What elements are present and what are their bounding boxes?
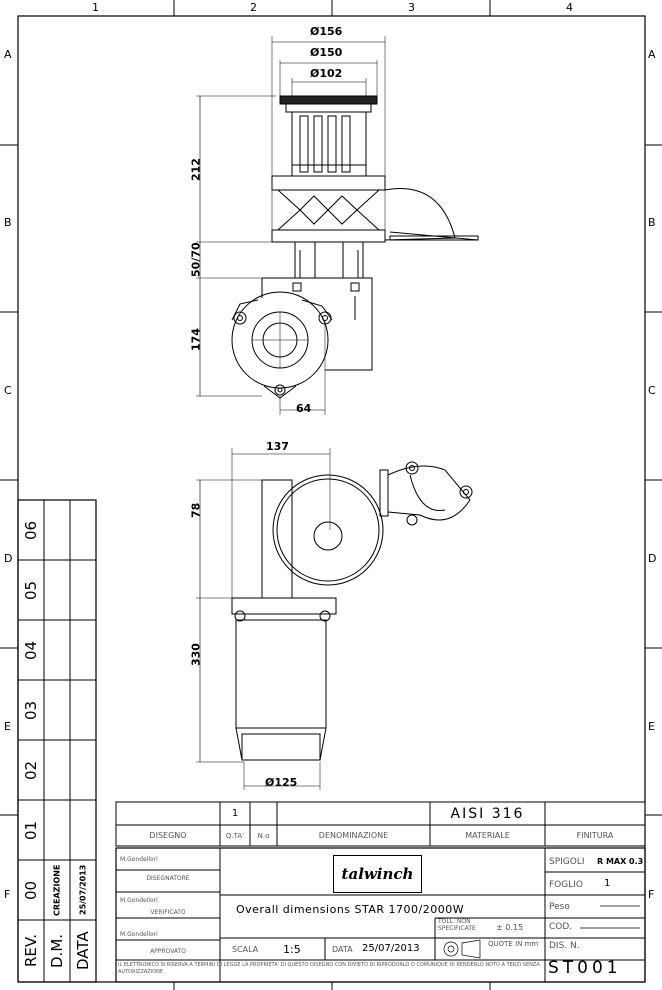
- rev-00: 00: [22, 880, 40, 900]
- winch-side-view: [196, 36, 479, 415]
- rev-header-dm: D.M.: [48, 933, 66, 969]
- rev-03: 03: [22, 700, 40, 720]
- date-value: 25/07/2013: [362, 943, 420, 954]
- drafter-role: DISEGNATORE: [146, 874, 190, 882]
- dim-d102: Ø102: [310, 67, 343, 80]
- rev-01: 01: [22, 820, 40, 840]
- rev-02: 02: [22, 760, 40, 780]
- drawing-title: Overall dimensions STAR 1700/2000W: [236, 903, 465, 916]
- zone-col-1: 1: [92, 1, 99, 14]
- weight-label: Peso: [549, 902, 570, 912]
- edges-label: SPIGOLI: [549, 857, 585, 867]
- drawing-number-value: ST001: [548, 958, 622, 978]
- zone-row-d-left: D: [4, 552, 13, 565]
- rev-header-rev: REV.: [22, 934, 40, 968]
- logo-text: talwinch: [341, 865, 414, 883]
- dim-64: 64: [296, 402, 312, 415]
- dim-137: 137: [266, 440, 289, 453]
- zone-row-e-right: E: [648, 720, 655, 733]
- zone-col-4: 4: [566, 1, 573, 14]
- dim-78: 78: [189, 502, 203, 518]
- checker-name: M.Gondellori: [120, 897, 158, 904]
- rev-06: 06: [22, 520, 40, 540]
- zone-row-b-left: B: [4, 216, 12, 229]
- zone-row-b-right: B: [648, 216, 656, 229]
- zone-row-f-right: F: [648, 888, 655, 901]
- parts-header-name: DENOMINAZIONE: [318, 831, 389, 840]
- checker-role: VERIFICATO: [150, 909, 186, 916]
- zone-col-2: 2: [250, 1, 257, 14]
- rev-05: 05: [22, 580, 40, 600]
- parts-header-number: N.o: [257, 831, 270, 840]
- dim-330: 330: [189, 643, 203, 667]
- dim-174: 174: [189, 328, 203, 352]
- dim-d125: Ø125: [265, 776, 298, 789]
- sheet-value: 1: [604, 878, 611, 889]
- drawing-number-label: DIS. N.: [549, 941, 580, 951]
- approver-name: M.Gondellori: [120, 931, 158, 938]
- talwinch-logo: talwinch: [333, 855, 422, 893]
- zone-row-c-left: C: [4, 384, 12, 397]
- dim-50-70: 50/70: [189, 242, 203, 278]
- zone-row-c-right: C: [648, 384, 656, 397]
- scale-label: SCALA: [232, 945, 259, 954]
- dim-d156: Ø156: [310, 25, 343, 38]
- parts-header-qty: Q.TA': [225, 831, 245, 840]
- edges-value: R MAX 0.3: [597, 857, 644, 866]
- zone-row-d-right: D: [648, 552, 657, 565]
- parts-header-finish: FINITURA: [576, 831, 614, 840]
- scale-value: 1:5: [283, 943, 301, 956]
- parts-header-material: MATERIALE: [465, 831, 510, 840]
- parts-material-value: AISI 316: [450, 805, 525, 822]
- zone-row-a-right: A: [648, 48, 656, 61]
- tolerance-label: TOLL. NON SPECIFICATE: [438, 918, 476, 932]
- parts-qty-value: 1: [231, 808, 239, 819]
- zone-row-e-left: E: [4, 720, 11, 733]
- dim-d150: Ø150: [310, 46, 343, 59]
- units-label: QUOTE IN mm: [488, 940, 539, 948]
- tolerance-value: ± 0.15: [496, 923, 524, 932]
- parts-header-drawing: DISEGNO: [149, 831, 187, 840]
- winch-plan-view: [196, 448, 473, 790]
- rev-04: 04: [22, 640, 40, 660]
- copyright-notice: IL ELETTRONICO SI RISERVA A TERMINI DI L…: [118, 962, 540, 975]
- approver-role: APPROVATO: [150, 947, 186, 955]
- sheet-label: FOGLIO: [549, 880, 583, 890]
- code-label: COD.: [549, 922, 573, 932]
- dim-212: 212: [189, 158, 203, 182]
- zone-col-3: 3: [408, 1, 415, 14]
- rev-00-date: 25/07/2013: [78, 864, 88, 916]
- date-label: DATA: [332, 945, 353, 954]
- zone-row-f-left: F: [4, 888, 11, 901]
- rev-00-description: CREAZIONE: [52, 864, 62, 916]
- rev-header-data: DATA: [74, 931, 92, 971]
- drafter-name: M.Gondellori: [120, 856, 158, 863]
- zone-row-a-left: A: [4, 48, 12, 61]
